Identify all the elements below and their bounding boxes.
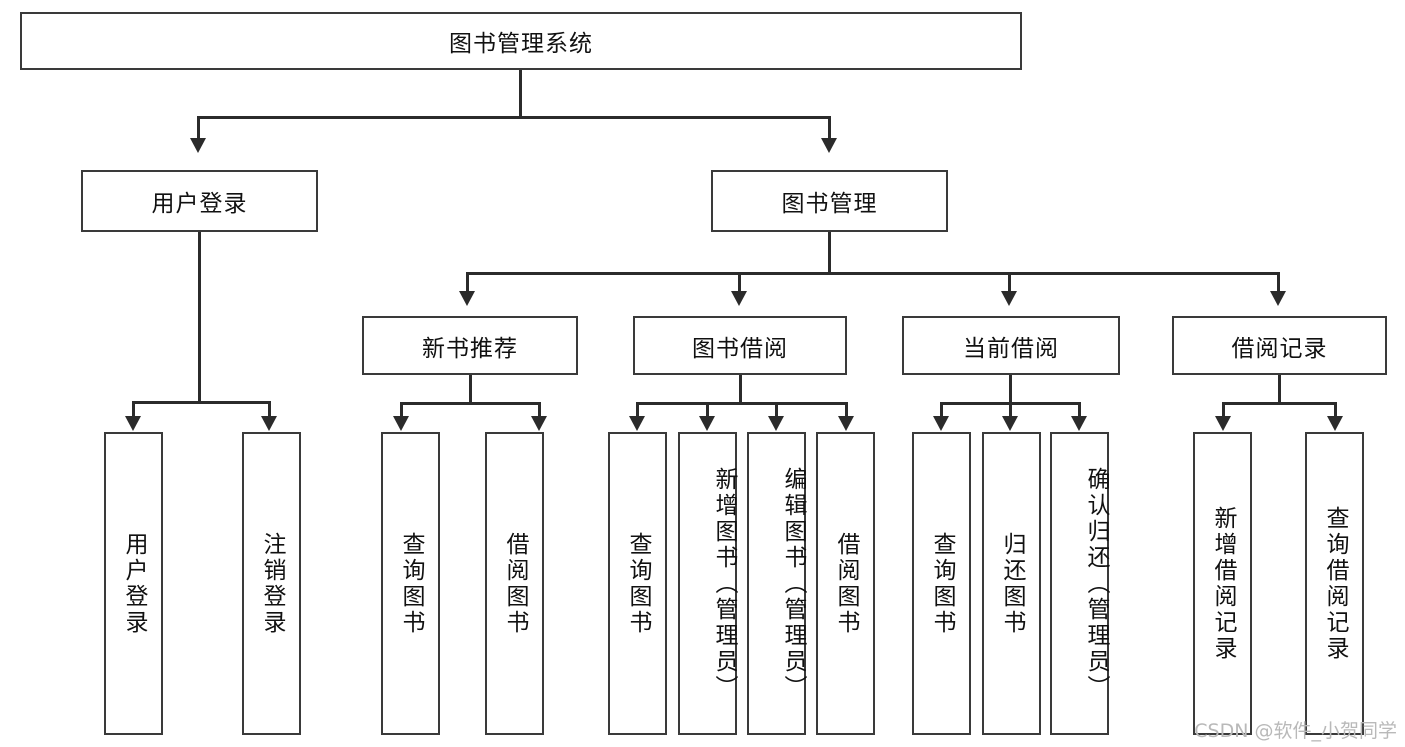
arrowhead-current-borrow bbox=[1001, 291, 1017, 306]
leaf-user-login[interactable]: 用户登录 bbox=[104, 432, 163, 735]
node-root[interactable]: 图书管理系统 bbox=[20, 12, 1022, 70]
arrowhead-user-login bbox=[190, 138, 206, 153]
line-bus-book-borrow bbox=[738, 272, 741, 294]
line-book-borrow-leaf3 bbox=[775, 402, 778, 419]
line-new-book-bus bbox=[400, 402, 541, 405]
line-bus-new-book bbox=[466, 272, 469, 294]
line-borrow-record-leaf1 bbox=[1222, 402, 1225, 419]
node-user-login[interactable]: 用户登录 bbox=[81, 170, 318, 232]
arrowhead-leaf-user-login bbox=[125, 416, 141, 431]
line-level2-bus bbox=[197, 116, 831, 119]
leaf-label: 编辑图书（管理员） bbox=[780, 466, 806, 701]
line-new-book-leaf2 bbox=[538, 402, 541, 419]
leaf-query-record[interactable]: 查询借阅记录 bbox=[1305, 432, 1364, 735]
line-current-borrow-leaf2 bbox=[1009, 402, 1012, 419]
arrowhead-leaf-edit-book bbox=[768, 416, 784, 431]
leaf-label: 新增图书（管理员） bbox=[711, 466, 737, 701]
node-book-borrow[interactable]: 图书借阅 bbox=[633, 316, 847, 375]
watermark-text: CSDN @软件_小贺同学 bbox=[1194, 720, 1397, 742]
leaf-user-logout[interactable]: 注销登录 bbox=[242, 432, 301, 735]
line-user-login-down bbox=[198, 232, 201, 403]
node-book-manage[interactable]: 图书管理 bbox=[711, 170, 948, 232]
arrowhead-leaf-add-book bbox=[699, 416, 715, 431]
arrowhead-leaf-borrow-book-2 bbox=[838, 416, 854, 431]
line-book-borrow-bus bbox=[636, 402, 848, 405]
line-borrow-record-bus bbox=[1222, 402, 1337, 405]
line-book-borrow-leaf1 bbox=[636, 402, 639, 419]
arrowhead-new-book-recommend bbox=[459, 291, 475, 306]
line-book-borrow-down bbox=[739, 375, 742, 404]
leaf-label: 查询借阅记录 bbox=[1322, 505, 1348, 662]
arrowhead-leaf-return-book bbox=[1002, 416, 1018, 431]
line-user-login-leaf2 bbox=[268, 401, 271, 419]
arrowhead-borrow-record bbox=[1270, 291, 1286, 306]
line-level3-bus bbox=[466, 272, 1280, 275]
leaf-return-book[interactable]: 归还图书 bbox=[982, 432, 1041, 735]
arrowhead-leaf-query-book-3 bbox=[933, 416, 949, 431]
arrowhead-book-manage bbox=[821, 138, 837, 153]
leaf-label: 用户登录 bbox=[121, 531, 147, 636]
leaf-query-book-3[interactable]: 查询图书 bbox=[912, 432, 971, 735]
node-new-book-recommend[interactable]: 新书推荐 bbox=[362, 316, 578, 375]
leaf-label: 新增借阅记录 bbox=[1210, 505, 1236, 662]
line-user-login-bus bbox=[132, 401, 271, 404]
line-root-down bbox=[519, 70, 522, 118]
leaf-query-book-2[interactable]: 查询图书 bbox=[608, 432, 667, 735]
line-book-borrow-leaf4 bbox=[845, 402, 848, 419]
leaf-add-book[interactable]: 新增图书（管理员） bbox=[678, 432, 737, 735]
arrowhead-leaf-query-record bbox=[1327, 416, 1343, 431]
leaf-label: 归还图书 bbox=[999, 531, 1025, 636]
arrowhead-leaf-query-book-1 bbox=[393, 416, 409, 431]
leaf-label: 查询图书 bbox=[398, 531, 424, 636]
line-current-borrow-leaf3 bbox=[1078, 402, 1081, 419]
leaf-label: 查询图书 bbox=[929, 531, 955, 636]
line-bus-to-user-login bbox=[197, 116, 200, 141]
arrowhead-leaf-borrow-book-1 bbox=[531, 416, 547, 431]
leaf-label: 借阅图书 bbox=[502, 531, 528, 636]
leaf-add-record[interactable]: 新增借阅记录 bbox=[1193, 432, 1252, 735]
line-new-book-down bbox=[469, 375, 472, 404]
node-borrow-record[interactable]: 借阅记录 bbox=[1172, 316, 1387, 375]
leaf-label: 借阅图书 bbox=[833, 531, 859, 636]
leaf-edit-book[interactable]: 编辑图书（管理员） bbox=[747, 432, 806, 735]
leaf-borrow-book-2[interactable]: 借阅图书 bbox=[816, 432, 875, 735]
line-book-manage-down bbox=[828, 232, 831, 274]
arrowhead-leaf-query-book-2 bbox=[629, 416, 645, 431]
arrowhead-leaf-user-logout bbox=[261, 416, 277, 431]
leaf-borrow-book-1[interactable]: 借阅图书 bbox=[485, 432, 544, 735]
line-bus-to-book-manage bbox=[828, 116, 831, 141]
line-borrow-record-leaf2 bbox=[1334, 402, 1337, 419]
line-borrow-record-down bbox=[1278, 375, 1281, 404]
line-bus-borrow-record bbox=[1277, 272, 1280, 294]
line-user-login-leaf1 bbox=[132, 401, 135, 419]
arrowhead-leaf-confirm-return bbox=[1071, 416, 1087, 431]
leaf-label: 查询图书 bbox=[625, 531, 651, 636]
line-current-borrow-leaf1 bbox=[940, 402, 943, 419]
node-current-borrow[interactable]: 当前借阅 bbox=[902, 316, 1120, 375]
line-current-borrow-down bbox=[1009, 375, 1012, 404]
arrowhead-book-borrow bbox=[731, 291, 747, 306]
line-bus-current-borrow bbox=[1008, 272, 1011, 294]
leaf-label: 注销登录 bbox=[259, 531, 285, 636]
leaf-query-book-1[interactable]: 查询图书 bbox=[381, 432, 440, 735]
leaf-confirm-return[interactable]: 确认归还（管理员） bbox=[1050, 432, 1109, 735]
line-book-borrow-leaf2 bbox=[706, 402, 709, 419]
line-new-book-leaf1 bbox=[400, 402, 403, 419]
arrowhead-leaf-add-record bbox=[1215, 416, 1231, 431]
leaf-label: 确认归还（管理员） bbox=[1083, 466, 1109, 701]
